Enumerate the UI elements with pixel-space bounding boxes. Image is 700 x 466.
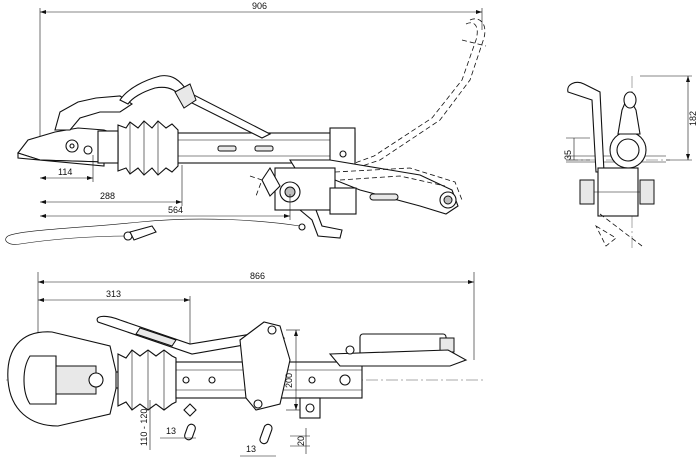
dimension-200: 200: [284, 329, 300, 411]
dim-20-text: 20: [296, 436, 306, 446]
dimension-20: 20: [290, 428, 310, 454]
dim-182-text: 182: [688, 111, 698, 126]
dimension-114: 114: [40, 155, 94, 182]
dim-200-text: 200: [284, 373, 294, 388]
dim-35-text: 35: [563, 150, 573, 160]
dimension-564: 564: [40, 194, 291, 220]
dimension-110-120: 110 - 120: [139, 400, 151, 450]
dimension-35: 35: [563, 137, 590, 161]
dim-313-text: 313: [106, 289, 121, 299]
dim-906-text: 906: [252, 1, 267, 11]
dimension-313: 313: [38, 289, 191, 345]
dim-288-text: 288: [100, 191, 115, 201]
dim-564-text: 564: [168, 205, 183, 215]
breakaway-cable: [5, 218, 301, 245]
dim-866-text: 866: [250, 271, 265, 281]
end-handle: [567, 81, 605, 173]
dim-110-120-text: 110 - 120: [139, 409, 149, 446]
dim-13-a-text: 13: [166, 426, 176, 436]
side-view: 906: [5, 1, 487, 245]
top-view: 866 313: [6, 271, 486, 457]
brake-bracket: [239, 321, 291, 411]
rear-flange: [329, 127, 356, 167]
dimension-906: 906: [39, 1, 483, 160]
dimension-13-a: 13: [160, 426, 196, 439]
dim-114-text: 114: [58, 167, 72, 177]
end-view: 182 35: [563, 75, 698, 250]
bellows-top: [117, 349, 177, 411]
handle: [119, 75, 272, 139]
bellows: [117, 120, 179, 176]
dimension-13-b: 13: [240, 444, 276, 457]
coupling-head: [17, 95, 133, 167]
dimension-288: 288: [40, 165, 183, 206]
dim-13-b-text: 13: [246, 444, 256, 454]
dimension-182: 182: [640, 75, 698, 161]
